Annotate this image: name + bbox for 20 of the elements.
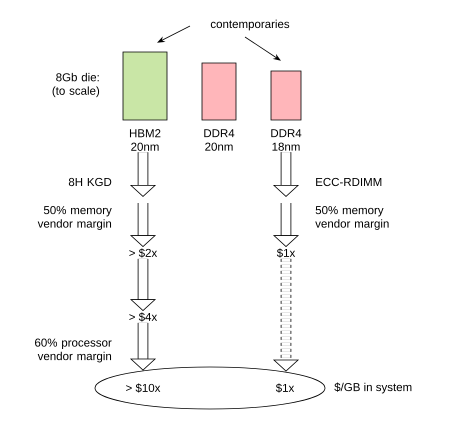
edge-label: 50% memory vendor margin (315, 206, 389, 230)
note-text: 8Gb die: (to scale) (52, 72, 100, 98)
edge-label: 8H KGD (68, 178, 112, 186)
value-text: contemporaries (210, 20, 290, 30)
caption-text: $/GB in system (334, 382, 412, 394)
value-text: $1x (276, 248, 296, 258)
edge-label: 50% memory vendor margin (38, 206, 112, 230)
die-box: DDR4 20nm (202, 62, 236, 151)
node-label: HBM2 20nm (130, 129, 160, 151)
value-text: > $4x (129, 312, 158, 322)
node-label: DDR4 20nm (204, 129, 234, 151)
edge-label: 60% processor vendor margin (35, 338, 112, 362)
node-label: DDR4 18nm (271, 129, 302, 151)
summary-ellipse (94, 366, 326, 410)
die-box: DDR4 18nm (270, 70, 302, 151)
edge-label: ECC-RDIMM (316, 178, 382, 186)
value-text: > $2x (129, 248, 158, 258)
value-text: $1x (276, 383, 294, 393)
value-text: > $10x (126, 383, 160, 393)
die-box: HBM2 20nm (122, 52, 168, 151)
